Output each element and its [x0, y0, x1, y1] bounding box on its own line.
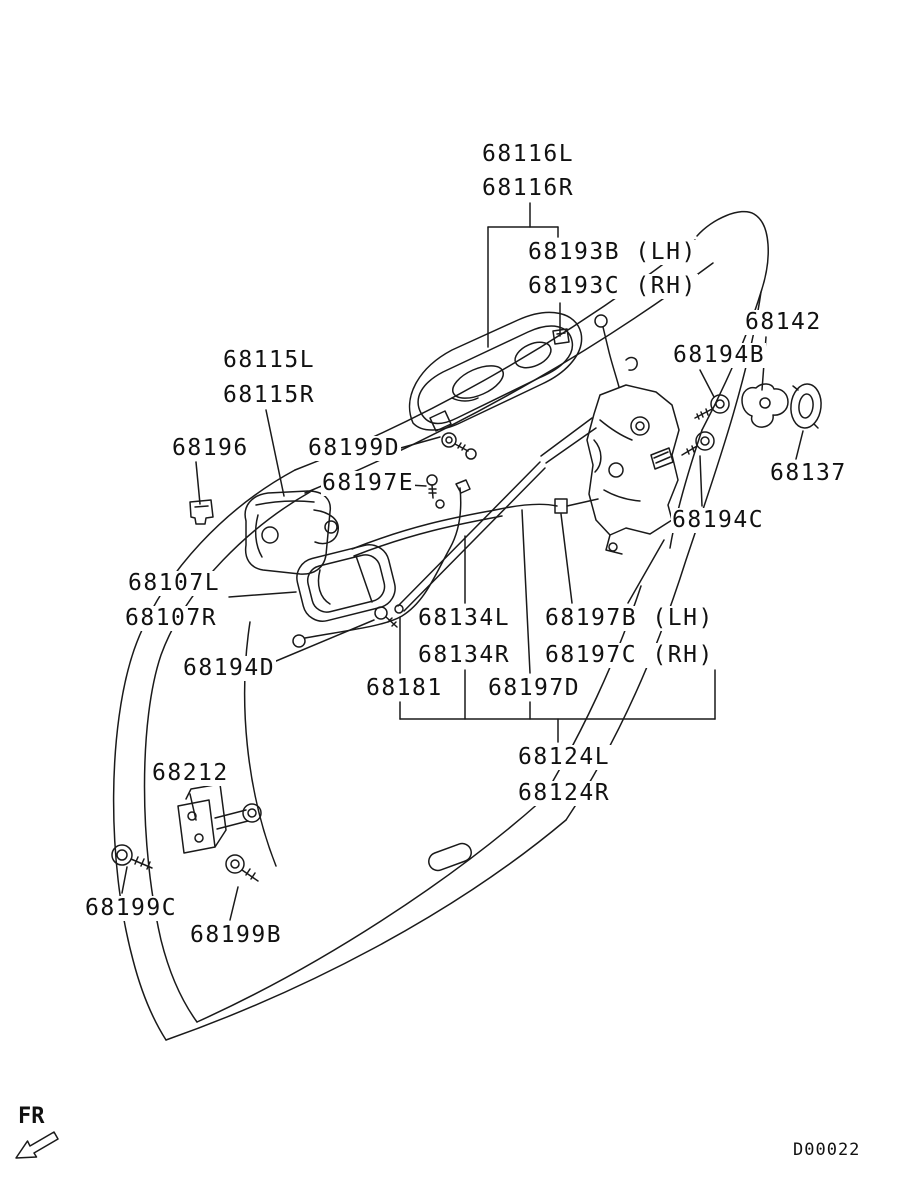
part-label-68212: 68212	[151, 760, 230, 787]
bolt-68199C-drawing	[111, 844, 153, 870]
bezel-68107-drawing	[296, 544, 396, 622]
part-label-68197C-RH: 68197C (RH)	[544, 642, 715, 669]
part-label-68199C: 68199C	[84, 895, 179, 922]
part-label-68199D: 68199D	[307, 435, 402, 462]
drawing-code: D00022	[793, 1140, 861, 1160]
part-label-68194D: 68194D	[182, 655, 277, 682]
part-label-68193C-RH: 68193C (RH)	[527, 273, 698, 300]
fr-arrow-icon	[15, 1131, 59, 1159]
part-label-68197B-LH: 68197B (LH)	[544, 605, 715, 632]
part-label-68142: 68142	[744, 309, 823, 336]
part-label-68194B: 68194B	[672, 342, 767, 369]
clip-68196-drawing	[189, 499, 214, 525]
screw-68194C-drawing	[681, 431, 715, 456]
part-label-68107L: 68107L	[127, 570, 222, 597]
cable-68197D-drawing	[351, 498, 599, 557]
part-label-68115L: 68115L	[222, 347, 317, 374]
part-label-68197D: 68197D	[487, 675, 582, 702]
part-label-68124R: 68124R	[517, 780, 612, 807]
screw-68194B-drawing	[694, 394, 730, 420]
screw-68199D-drawing	[441, 432, 477, 460]
part-label-68194C: 68194C	[671, 507, 766, 534]
bolt-68199B-drawing	[225, 854, 259, 882]
cable-68181-drawing	[292, 479, 471, 648]
cushion-68142-drawing	[741, 383, 789, 428]
rod-68134-drawing	[394, 461, 546, 614]
part-label-68124L: 68124L	[517, 744, 612, 771]
part-label-68197E: 68197E	[321, 470, 416, 497]
part-label-68134R: 68134R	[417, 642, 512, 669]
part-label-68193B-LH: 68193B (LH)	[527, 239, 698, 266]
latch-assembly-drawing	[540, 384, 680, 555]
fr-label: FR	[18, 1104, 45, 1129]
part-label-68116L: 68116L	[481, 141, 576, 168]
grommet-68137-drawing	[790, 383, 822, 429]
part-label-68137: 68137	[769, 460, 848, 487]
part-label-68134L: 68134L	[417, 605, 512, 632]
exterior-handle-drawing	[408, 311, 583, 432]
part-label-68196: 68196	[171, 435, 250, 462]
part-label-68115R: 68115R	[222, 382, 317, 409]
bolt-68197E-drawing	[426, 474, 445, 509]
clip-68193-drawing	[552, 314, 638, 388]
part-label-68199B: 68199B	[189, 922, 284, 949]
part-label-68181: 68181	[365, 675, 444, 702]
part-label-68116R: 68116R	[481, 175, 576, 202]
part-label-68107R: 68107R	[124, 605, 219, 632]
